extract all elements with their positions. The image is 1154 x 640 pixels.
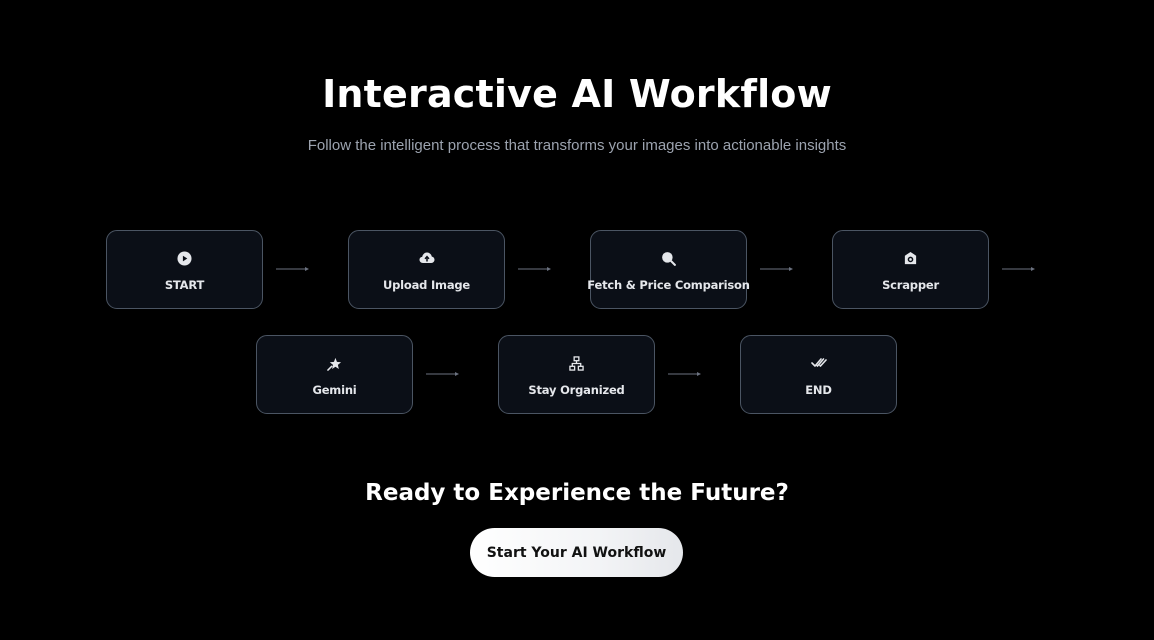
play-circle-icon: [177, 250, 193, 266]
workflow-node-upload-image[interactable]: Upload Image: [348, 230, 505, 309]
workflow-node-gemini[interactable]: Gemini: [256, 335, 413, 414]
search-icon: [661, 250, 677, 266]
page-title: Interactive AI Workflow: [322, 72, 832, 116]
node-label: Stay Organized: [528, 383, 625, 397]
connector-arrow: [668, 371, 702, 377]
camera-scan-icon: [903, 250, 919, 266]
workflow-node-end[interactable]: END: [740, 335, 897, 414]
sparkle-star-icon: [327, 355, 343, 371]
connector-arrow: [760, 266, 794, 272]
node-label: Scrapper: [882, 278, 939, 292]
workflow-node-scrapper[interactable]: Scrapper: [832, 230, 989, 309]
connector-arrow: [276, 266, 310, 272]
cta-heading: Ready to Experience the Future?: [365, 480, 789, 506]
connector-arrow: [426, 371, 460, 377]
workflow-node-stay-organized[interactable]: Stay Organized: [498, 335, 655, 414]
cloud-upload-icon: [419, 250, 435, 266]
hierarchy-icon: [569, 355, 585, 371]
page-subtitle: Follow the intelligent process that tran…: [307, 137, 847, 154]
workflow-node-start[interactable]: START: [106, 230, 263, 309]
workflow-node-fetch-price-comparison[interactable]: Fetch & Price Comparison: [587, 230, 750, 309]
start-workflow-button[interactable]: Start Your AI Workflow: [470, 528, 683, 577]
node-label: Fetch & Price Comparison: [587, 278, 750, 292]
node-label: Upload Image: [382, 278, 471, 292]
node-label: START: [164, 278, 205, 292]
connector-arrow: [1002, 266, 1036, 272]
double-check-icon: [810, 355, 827, 371]
connector-arrow: [518, 266, 552, 272]
node-label: END: [805, 383, 832, 397]
node-label: Gemini: [312, 383, 357, 397]
